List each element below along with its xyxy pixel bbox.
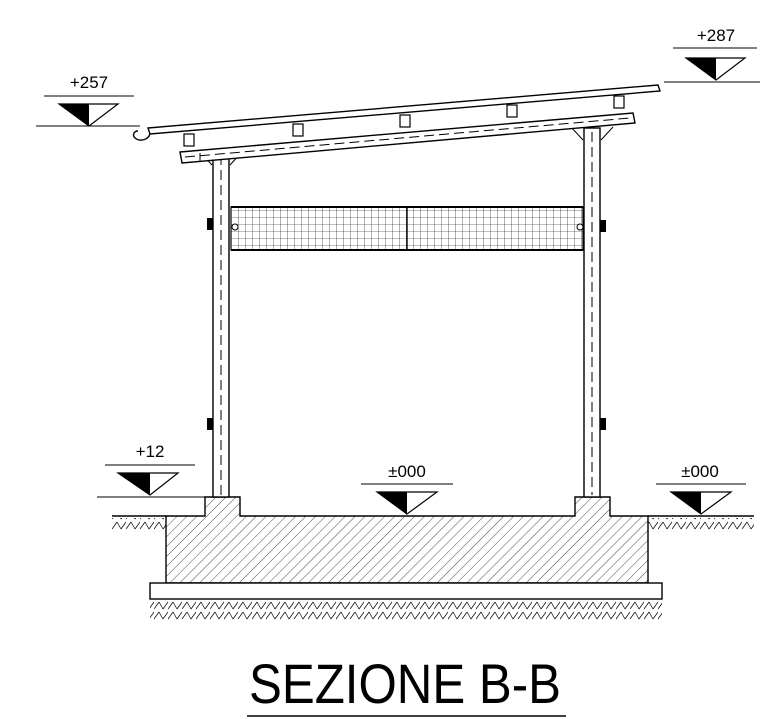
level-floor-label: ±000	[388, 462, 426, 481]
section-title: SEZIONE B-B	[247, 652, 566, 717]
level-roof-high-label: +287	[697, 26, 735, 45]
level-floor: ±000	[361, 462, 453, 515]
level-ground: ±000	[656, 462, 746, 515]
ground-right	[648, 515, 754, 532]
section-title-text: SEZIONE B-B	[249, 652, 561, 715]
level-plinth: +12	[97, 442, 205, 498]
level-roof-low-label: +257	[70, 73, 108, 92]
mesh-panel	[230, 206, 584, 251]
roof-panel	[147, 84, 661, 135]
ground-left	[112, 515, 166, 532]
gutter	[132, 130, 151, 141]
roof-beam	[179, 112, 636, 164]
level-roof-high: +287	[664, 26, 760, 83]
purlins	[183, 95, 625, 147]
left-column	[199, 151, 243, 498]
foundation-slab	[149, 496, 663, 620]
level-roof-low: +257	[36, 73, 140, 127]
level-ground-label: ±000	[681, 462, 719, 481]
level-plinth-label: +12	[136, 442, 165, 461]
right-column	[570, 126, 614, 498]
